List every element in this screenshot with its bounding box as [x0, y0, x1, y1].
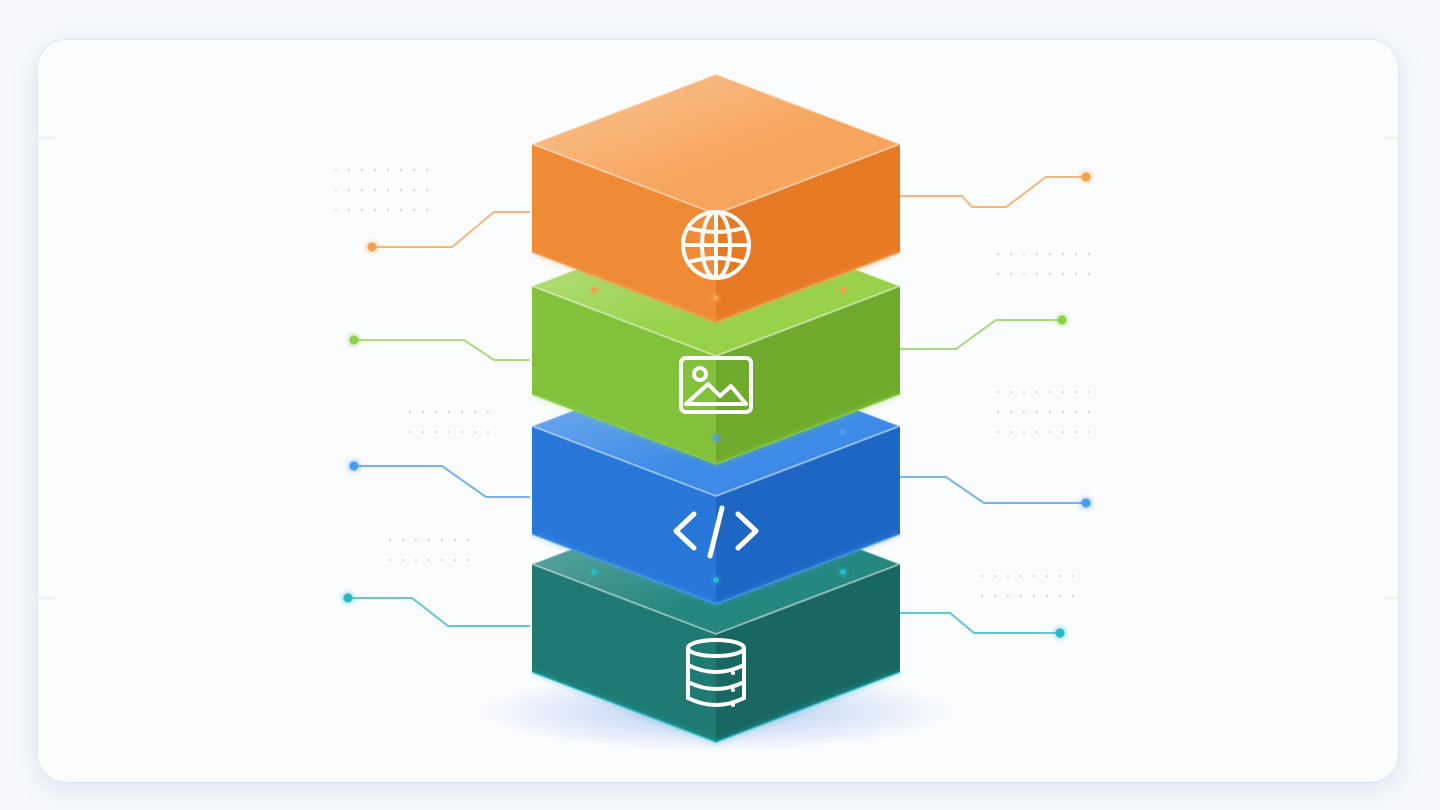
dot-grid-4 — [388, 538, 470, 562]
center-link-node-1 — [713, 435, 719, 441]
connector-dot-2 — [349, 335, 359, 345]
code-icon — [673, 505, 759, 559]
connector-dot-7 — [1055, 628, 1065, 638]
layer-media-left-face — [532, 286, 716, 464]
database-icon — [686, 638, 746, 707]
layer-code-right-face — [716, 426, 900, 604]
dot-grid-3 — [996, 390, 1091, 434]
dot-grids — [334, 168, 1091, 598]
globe-icon — [681, 210, 751, 280]
guide-lines — [38, 137, 1398, 599]
connector-dot-5 — [1081, 498, 1091, 508]
connector-lines — [343, 172, 1091, 638]
layer-web-left-face — [532, 144, 716, 322]
layer-database-left-face — [532, 564, 716, 742]
vertical-links — [591, 258, 846, 612]
layer-database-edge-glow — [531, 671, 901, 744]
connector-dot-4 — [349, 461, 359, 471]
layers — [531, 73, 901, 744]
vertical-link-node-1-0 — [591, 429, 597, 435]
connector-dot-0 — [367, 242, 377, 252]
vertical-link-node-2-1 — [840, 569, 846, 575]
connector-line-0 — [372, 211, 530, 248]
layer-web-right-face — [716, 144, 900, 322]
connector-line-1 — [900, 176, 1086, 208]
connector-dot-6 — [343, 593, 353, 603]
dot-grid-0 — [334, 168, 429, 212]
center-link-node-2 — [713, 577, 719, 583]
dot-grid-2 — [408, 410, 490, 434]
dot-grid-1 — [996, 252, 1091, 276]
layer-media-right-face — [716, 286, 900, 464]
connector-line-7 — [900, 612, 1060, 634]
connector-line-4 — [354, 465, 530, 498]
layer-code-left-face — [532, 426, 716, 604]
dot-grid-5 — [980, 574, 1075, 598]
image-icon — [679, 356, 753, 414]
vertical-link-node-1-1 — [840, 429, 846, 435]
connector-line-3 — [900, 319, 1062, 350]
center-link-node-0 — [713, 295, 719, 301]
connector-dot-3 — [1057, 315, 1067, 325]
vertical-link-node-0-1 — [840, 287, 846, 293]
layer-web-shine — [532, 74, 900, 214]
layer-database-right-face — [716, 564, 900, 742]
connector-line-2 — [354, 339, 530, 361]
vertical-link-node-0-0 — [591, 287, 597, 293]
connector-dot-1 — [1081, 172, 1091, 182]
connector-line-5 — [900, 476, 1086, 504]
vertical-link-node-2-0 — [591, 569, 597, 575]
layer-web — [531, 73, 901, 324]
connector-line-6 — [348, 597, 530, 627]
